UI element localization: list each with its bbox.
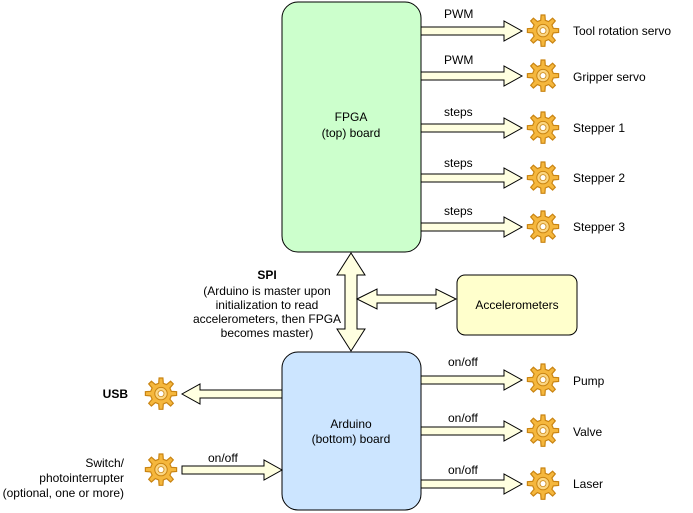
- spi-note-line1: (Arduino is master upon: [203, 284, 330, 298]
- accelerometers-box: Accelerometers: [456, 274, 578, 336]
- device-label: Stepper 3: [573, 220, 625, 234]
- fpga-output-3: steps Stepper 2: [420, 156, 625, 194]
- device-label: Valve: [573, 425, 602, 439]
- signal-label: PWM: [444, 7, 473, 21]
- usb-arrow: [180, 383, 283, 405]
- gear-icon: [526, 161, 560, 194]
- signal-label: steps: [444, 204, 473, 218]
- on-off-arrow: [181, 459, 284, 481]
- fpga-output-4: steps Stepper 3: [420, 204, 625, 243]
- device-label: Tool rotation servo: [573, 24, 671, 38]
- gear-icon: [526, 210, 560, 243]
- device-label: Stepper 1: [573, 121, 625, 135]
- fpga-sublabel: (top) board: [322, 126, 381, 140]
- signal-label: steps: [444, 156, 473, 170]
- gear-icon: [144, 377, 178, 410]
- signal-label: PWM: [444, 53, 473, 67]
- signal-label: on/off: [208, 451, 238, 465]
- arduino-board: Arduino (bottom) board: [281, 351, 422, 511]
- on-off-arrow: [420, 420, 524, 442]
- spi-note-line4: becomes master): [221, 326, 314, 340]
- arduino-sublabel: (bottom) board: [312, 432, 391, 446]
- signal-label: on/off: [448, 355, 478, 369]
- device-label: Gripper servo: [573, 70, 646, 84]
- spi-title: SPI: [257, 268, 276, 282]
- device-label: Pump: [573, 374, 605, 388]
- gear-icon: [526, 467, 560, 500]
- arduino-label: Arduino: [330, 417, 372, 431]
- spi-arrow: [336, 252, 366, 352]
- accelerometers-label: Accelerometers: [475, 298, 558, 312]
- signal-label: on/off: [448, 463, 478, 477]
- pwm-arrow: [420, 65, 524, 87]
- on-off-arrow: [420, 473, 524, 495]
- spi-label-group: SPI (Arduino is master upon initializati…: [193, 268, 341, 340]
- spi-note-line2: initialization to read: [216, 298, 319, 312]
- gear-icon: [526, 111, 560, 144]
- switch-label-line2: photointerrupter: [39, 471, 124, 485]
- gear-icon: [526, 14, 560, 47]
- steps-arrow: [420, 117, 524, 139]
- fpga-output-2: steps Stepper 1: [420, 105, 625, 144]
- fpga-output-0: PWM Tool rotation servo: [420, 7, 671, 47]
- fpga-board: FPGA (top) board: [281, 1, 422, 253]
- fpga-label: FPGA: [335, 110, 368, 124]
- usb-label: USB: [103, 387, 129, 401]
- switch-label-line1: Switch/: [85, 456, 124, 470]
- arduino-output-1: on/off Valve: [420, 411, 602, 447]
- steps-arrow: [420, 216, 524, 238]
- device-label: Laser: [573, 477, 603, 491]
- fpga-output-1: PWM Gripper servo: [420, 53, 646, 92]
- device-label: Stepper 2: [573, 171, 625, 185]
- usb-link: USB: [103, 377, 283, 410]
- arduino-output-2: on/off Laser: [420, 463, 603, 500]
- spi-note-line3: accelerometers, then FPGA: [193, 312, 341, 326]
- gear-icon: [144, 453, 178, 486]
- accelerometer-link-arrow: [355, 288, 458, 310]
- signal-label: steps: [444, 105, 473, 119]
- gear-icon: [526, 414, 560, 447]
- gear-icon: [526, 363, 560, 396]
- signal-label: on/off: [448, 411, 478, 425]
- pwm-arrow: [420, 20, 524, 42]
- switch-label-line3: (optional, one or more): [3, 486, 124, 500]
- gear-icon: [526, 59, 560, 92]
- on-off-arrow: [420, 369, 524, 391]
- arduino-output-0: on/off Pump: [420, 355, 605, 396]
- switch-input: on/off Switch/ photointerrupter (optiona…: [3, 451, 284, 500]
- steps-arrow: [420, 167, 524, 189]
